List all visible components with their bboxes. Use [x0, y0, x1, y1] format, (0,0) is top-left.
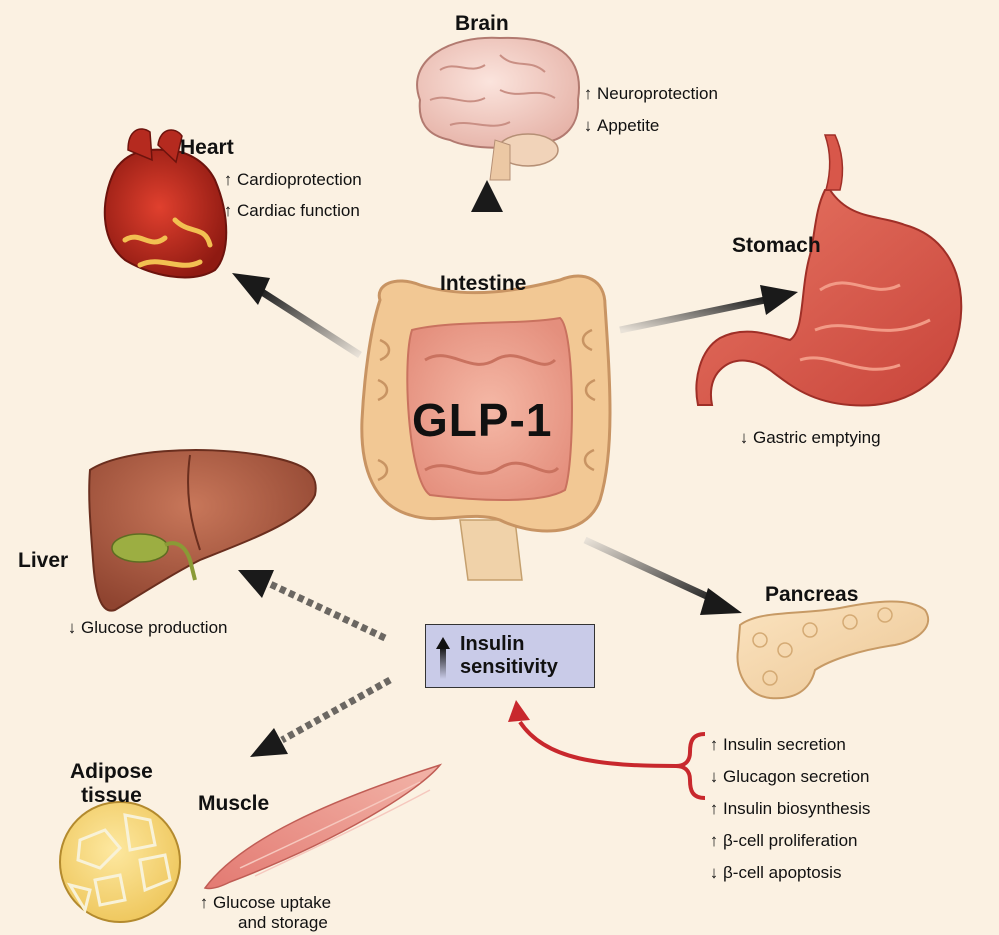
up-arrow-icon: ↑	[583, 84, 593, 103]
stomach-arrow-shaft	[619, 296, 766, 334]
down-arrow-icon: ↓	[583, 116, 593, 135]
heart-illustration	[103, 128, 228, 279]
liver-arrowhead	[238, 570, 274, 598]
pancreas-arrowhead	[700, 588, 742, 615]
stomach-illustration	[695, 134, 963, 407]
up-arrow-icon: ↑	[709, 831, 719, 850]
pancreas-arrow-shaft	[583, 536, 717, 604]
down-arrow-icon: ↓	[67, 618, 77, 637]
brain-arrowhead	[471, 180, 503, 212]
stomach-label: Stomach	[732, 234, 821, 257]
heart-arrow-shaft	[260, 289, 362, 358]
liver-dashed-arrow	[266, 579, 387, 642]
muscle-arrowhead	[250, 728, 288, 757]
insulin-sensitivity-box: Insulin sensitivity	[425, 624, 595, 688]
up-arrow-icon: ↑	[709, 735, 719, 754]
heart-effect-1: ↑Cardioprotection	[223, 170, 362, 189]
intestine-label: Intestine	[440, 272, 527, 295]
heart-arrowhead	[232, 273, 270, 305]
pancreas-effect-3: ↑Insulin biosynthesis	[709, 799, 871, 818]
adipose-illustration	[59, 801, 181, 923]
feedback-arrow-curve	[518, 720, 677, 768]
up-arrow-icon: ↑	[223, 170, 233, 189]
heart-effect-2: ↑Cardiac function	[223, 201, 360, 220]
liver-illustration	[88, 449, 317, 612]
down-arrow-icon: ↓	[709, 863, 719, 882]
pancreas-effect-5: ↓β-cell apoptosis	[709, 863, 842, 882]
pancreas-illustration	[736, 600, 930, 700]
brain-effect-2: ↓Appetite	[583, 116, 660, 135]
feedback-bracket	[675, 732, 706, 800]
muscle-illustration	[203, 763, 443, 890]
stomach-effect-1: ↓Gastric emptying	[739, 428, 881, 447]
heart-label: Heart	[180, 136, 234, 159]
muscle-label: Muscle	[198, 792, 270, 815]
glp1-label: GLP-1	[412, 394, 553, 446]
pancreas-effect-4: ↑β-cell proliferation	[709, 831, 858, 850]
down-arrow-icon: ↓	[709, 767, 719, 786]
up-arrow-icon: ↑	[199, 893, 209, 912]
down-arrow-icon: ↓	[739, 428, 749, 447]
brain-effect-1: ↑Neuroprotection	[583, 84, 718, 103]
stomach-arrowhead	[760, 285, 798, 315]
pancreas-effect-2: ↓Glucagon secretion	[709, 767, 870, 786]
muscle-effect-1: ↑Glucose uptake and storage	[199, 893, 332, 932]
pancreas-effect-1: ↑Insulin secretion	[709, 735, 846, 754]
up-arrow-icon: ↑	[709, 799, 719, 818]
up-arrow-icon: ↑	[223, 201, 233, 220]
brain-label: Brain	[455, 12, 509, 35]
up-arrow-icon	[436, 637, 450, 679]
liver-label: Liver	[18, 549, 69, 572]
insulin-sensitivity-label: Insulin sensitivity	[460, 633, 558, 678]
feedback-arrowhead	[508, 700, 530, 722]
liver-effect-1: ↓Glucose production	[67, 618, 228, 637]
adipose-tissue-label: Adipose tissue	[70, 760, 153, 807]
intestine-illustration	[360, 274, 612, 581]
pancreas-label: Pancreas	[765, 583, 859, 606]
muscle-dashed-arrow	[280, 676, 392, 744]
brain-illustration	[416, 36, 580, 181]
